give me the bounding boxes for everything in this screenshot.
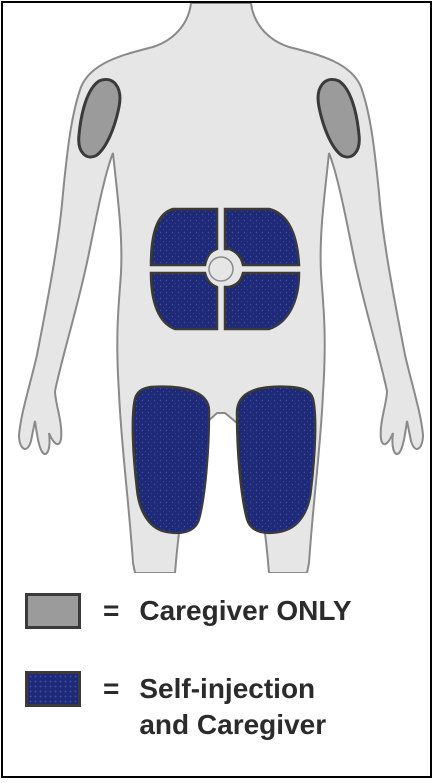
figure-frame: = Caregiver ONLY = Self-injection and Ca… bbox=[1, 1, 432, 778]
self-injection-label-line2: and Caregiver bbox=[139, 707, 326, 743]
legend-caregiver-only: = Caregiver ONLY bbox=[25, 593, 352, 629]
left-thigh-site bbox=[133, 387, 209, 533]
navel bbox=[209, 257, 233, 281]
caregiver-only-label: Caregiver ONLY bbox=[139, 593, 351, 629]
equals-sign: = bbox=[103, 671, 119, 707]
right-thigh-site bbox=[237, 387, 315, 533]
body-diagram bbox=[3, 3, 434, 573]
legend-self-injection: = Self-injection and Caregiver bbox=[25, 671, 326, 743]
self-injection-swatch bbox=[25, 671, 81, 707]
caregiver-only-swatch bbox=[25, 593, 81, 629]
equals-sign: = bbox=[103, 593, 119, 629]
body-silhouette bbox=[19, 3, 423, 573]
self-injection-label-line1: Self-injection bbox=[139, 671, 326, 707]
abdomen-upper-left bbox=[151, 209, 217, 265]
